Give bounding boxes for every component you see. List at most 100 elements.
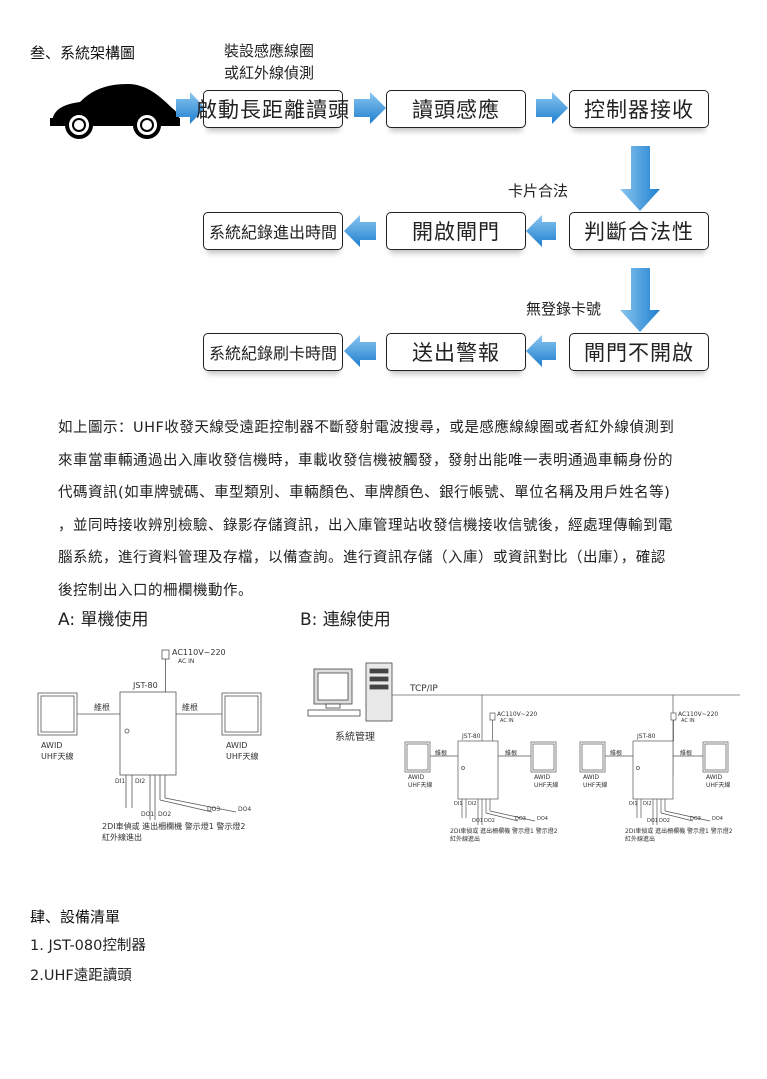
do4-label: DO4 — [238, 806, 252, 813]
arrow-right-icon — [536, 92, 568, 124]
paragraph-line: 後控制出入口的柵欄機動作。 — [58, 582, 253, 599]
do1-label: DO1 — [472, 818, 483, 824]
wiegand-left-label: 維根 — [610, 750, 623, 757]
sensor-note-line2: 或紅外線偵測 — [224, 64, 315, 82]
output-labels-line2: 紅外線進出 — [102, 833, 142, 842]
flow-box-reader-sense: 讀頭感應 — [386, 90, 526, 128]
label-card-unregistered: 無登錄卡號 — [526, 300, 602, 318]
power-label: AC110V~220 — [497, 711, 538, 718]
antenna-left-label: AWID UHF天線 — [583, 774, 607, 790]
di2-label: DI2 — [468, 801, 477, 807]
antenna-type: UHF天線 — [408, 782, 433, 789]
flow-diagram-graphics — [50, 84, 660, 367]
do1-label: DO1 — [647, 818, 658, 824]
antenna-type: UHF天線 — [41, 752, 74, 761]
di2-label: DI2 — [643, 801, 652, 807]
equipment-item: 2.UHF遠距讀頭 — [30, 968, 132, 984]
di1-label: DI1 — [454, 801, 463, 807]
arrow-down-icon — [620, 268, 660, 332]
antenna-type: UHF天線 — [706, 782, 731, 789]
arrow-left-icon — [526, 335, 556, 367]
power-sub-label: AC IN — [500, 718, 514, 724]
paragraph-line: 代碼資訊(如車牌號碼、車型類別、車輛顏色、車牌顏色、銀行帳號、單位名稱及用戶姓名… — [58, 485, 671, 501]
diagram-b-network — [307, 662, 740, 775]
label-card-valid: 卡片合法 — [508, 182, 569, 200]
antenna-left-label: AWID UHF天線 — [408, 774, 432, 790]
wiegand-right-label: 維根 — [505, 750, 518, 757]
flow-box-log-entry-time: 系統紀錄進出時間 — [203, 212, 343, 250]
antenna-right-label: AWID UHF天線 — [706, 774, 730, 790]
paragraph-line: ，並同時接收辨別檢驗、錄影存儲資訊，出入庫管理站收發信機接收信號後，經處理傳輸到… — [58, 517, 673, 534]
output-labels: 2DI車偵或 進出柵欄機 警示燈1 警示燈2 — [625, 828, 733, 835]
section-heading-architecture: 叁、系統架構圖 — [30, 44, 136, 62]
antenna-model: AWID — [706, 774, 723, 781]
power-sub-label: AC IN — [681, 718, 695, 724]
do2-label: DO2 — [158, 811, 172, 818]
flow-box-gate-stays-closed: 閘門不開啟 — [569, 333, 709, 371]
description-paragraph: 如上圖示：UHF收發天線受遠距控制器不斷發射電波搜尋，或是感應線線圈或者紅外線偵… — [58, 412, 718, 607]
antenna-model: AWID — [41, 741, 63, 750]
paragraph-line: 腦系統，進行資料管理及存檔，以備查詢。進行資訊存儲（入庫）或資訊對比（出庫），確… — [58, 550, 666, 566]
arrow-right-icon — [354, 92, 386, 124]
antenna-left-label: AWID UHF天線 — [41, 740, 73, 762]
wiegand-right-label: 維根 — [680, 750, 693, 757]
antenna-right-label: AWID UHF天線 — [534, 774, 558, 790]
controller-label: JST-80 — [462, 733, 481, 740]
antenna-model: AWID — [583, 774, 600, 781]
wiegand-left-label: 維根 — [435, 750, 448, 757]
output-labels-line2: 紅外線進出 — [450, 836, 481, 843]
antenna-model: AWID — [534, 774, 551, 781]
diagram-b-unit: AC110V~220 AC IN JST-80 維根 維根 AWID UHF天線… — [400, 705, 570, 850]
do3-label: DO3 — [207, 806, 221, 813]
do3-label: DO3 — [515, 816, 526, 822]
power-label: AC110V~220 — [172, 648, 226, 657]
section-b-title: B: 連線使用 — [300, 610, 391, 630]
equipment-item: 1. JST-080控制器 — [30, 938, 146, 954]
arrow-down-icon — [620, 146, 660, 211]
do3-label: DO3 — [690, 816, 701, 822]
wiegand-left-label: 維根 — [94, 703, 110, 712]
sensor-note-line1: 裝設感應線圈 — [224, 42, 315, 60]
section-a-title: A: 單機使用 — [58, 610, 149, 630]
arrow-left-icon — [344, 335, 376, 367]
flow-box-controller-receive: 控制器接收 — [569, 90, 709, 128]
wiegand-right-label: 維根 — [182, 703, 198, 712]
network-label: TCP/IP — [410, 684, 438, 694]
unit-wiring — [404, 712, 557, 825]
output-labels: 2DI車偵或 進出柵欄機 警示燈1 警示燈2 — [450, 828, 558, 835]
arrow-left-icon — [344, 215, 376, 247]
output-labels: 2DI車偵或 進出柵欄機 警示燈1 警示燈2 — [102, 822, 246, 831]
section-heading-equipment: 肆、設備清單 — [30, 908, 121, 926]
do2-label: DO2 — [484, 818, 495, 824]
power-label: AC110V~220 — [678, 711, 719, 718]
controller-label: JST-80 — [133, 681, 158, 690]
paragraph-line: 來車當車輛通過出入庫收發信機時，車載收發信機被觸發，發射出能唯一表明通過車輛身份… — [58, 452, 673, 469]
arrow-right-icon — [176, 92, 205, 124]
flow-box-start-reader: 啟動長距離讀頭 — [196, 90, 349, 128]
antenna-type: UHF天線 — [534, 782, 559, 789]
flow-box-send-alarm: 送出警報 — [386, 333, 526, 371]
di1-label: DI1 — [115, 778, 126, 785]
antenna-model: AWID — [226, 741, 248, 750]
antenna-type: UHF天線 — [226, 752, 259, 761]
di2-label: DI2 — [135, 778, 146, 785]
arrow-left-icon — [526, 215, 556, 247]
diagram-a-wiring — [37, 649, 262, 820]
power-sub-label: AC IN — [178, 658, 195, 665]
output-labels-line2: 紅外線進出 — [625, 836, 656, 843]
antenna-model: AWID — [408, 774, 425, 781]
computer-icon — [307, 662, 393, 722]
do2-label: DO2 — [659, 818, 670, 824]
flow-box-open-gate: 開啟閘門 — [386, 212, 526, 250]
do4-label: DO4 — [712, 816, 723, 822]
unit-wiring — [579, 712, 729, 825]
pc-label: 系統管理 — [335, 732, 375, 743]
antenna-right-label: AWID UHF天線 — [226, 740, 258, 762]
flow-box-log-swipe-time: 系統紀錄刷卡時間 — [203, 333, 343, 371]
antenna-type: UHF天線 — [583, 782, 608, 789]
flow-box-check-validity: 判斷合法性 — [569, 212, 709, 250]
car-icon — [50, 84, 180, 139]
paragraph-line: 如上圖示：UHF收發天線受遠距控制器不斷發射電波搜尋，或是感應線線圈或者紅外線偵… — [58, 420, 675, 436]
do1-label: DO1 — [141, 811, 155, 818]
sensor-note: 裝設感應線圈 或紅外線偵測 — [224, 40, 314, 84]
